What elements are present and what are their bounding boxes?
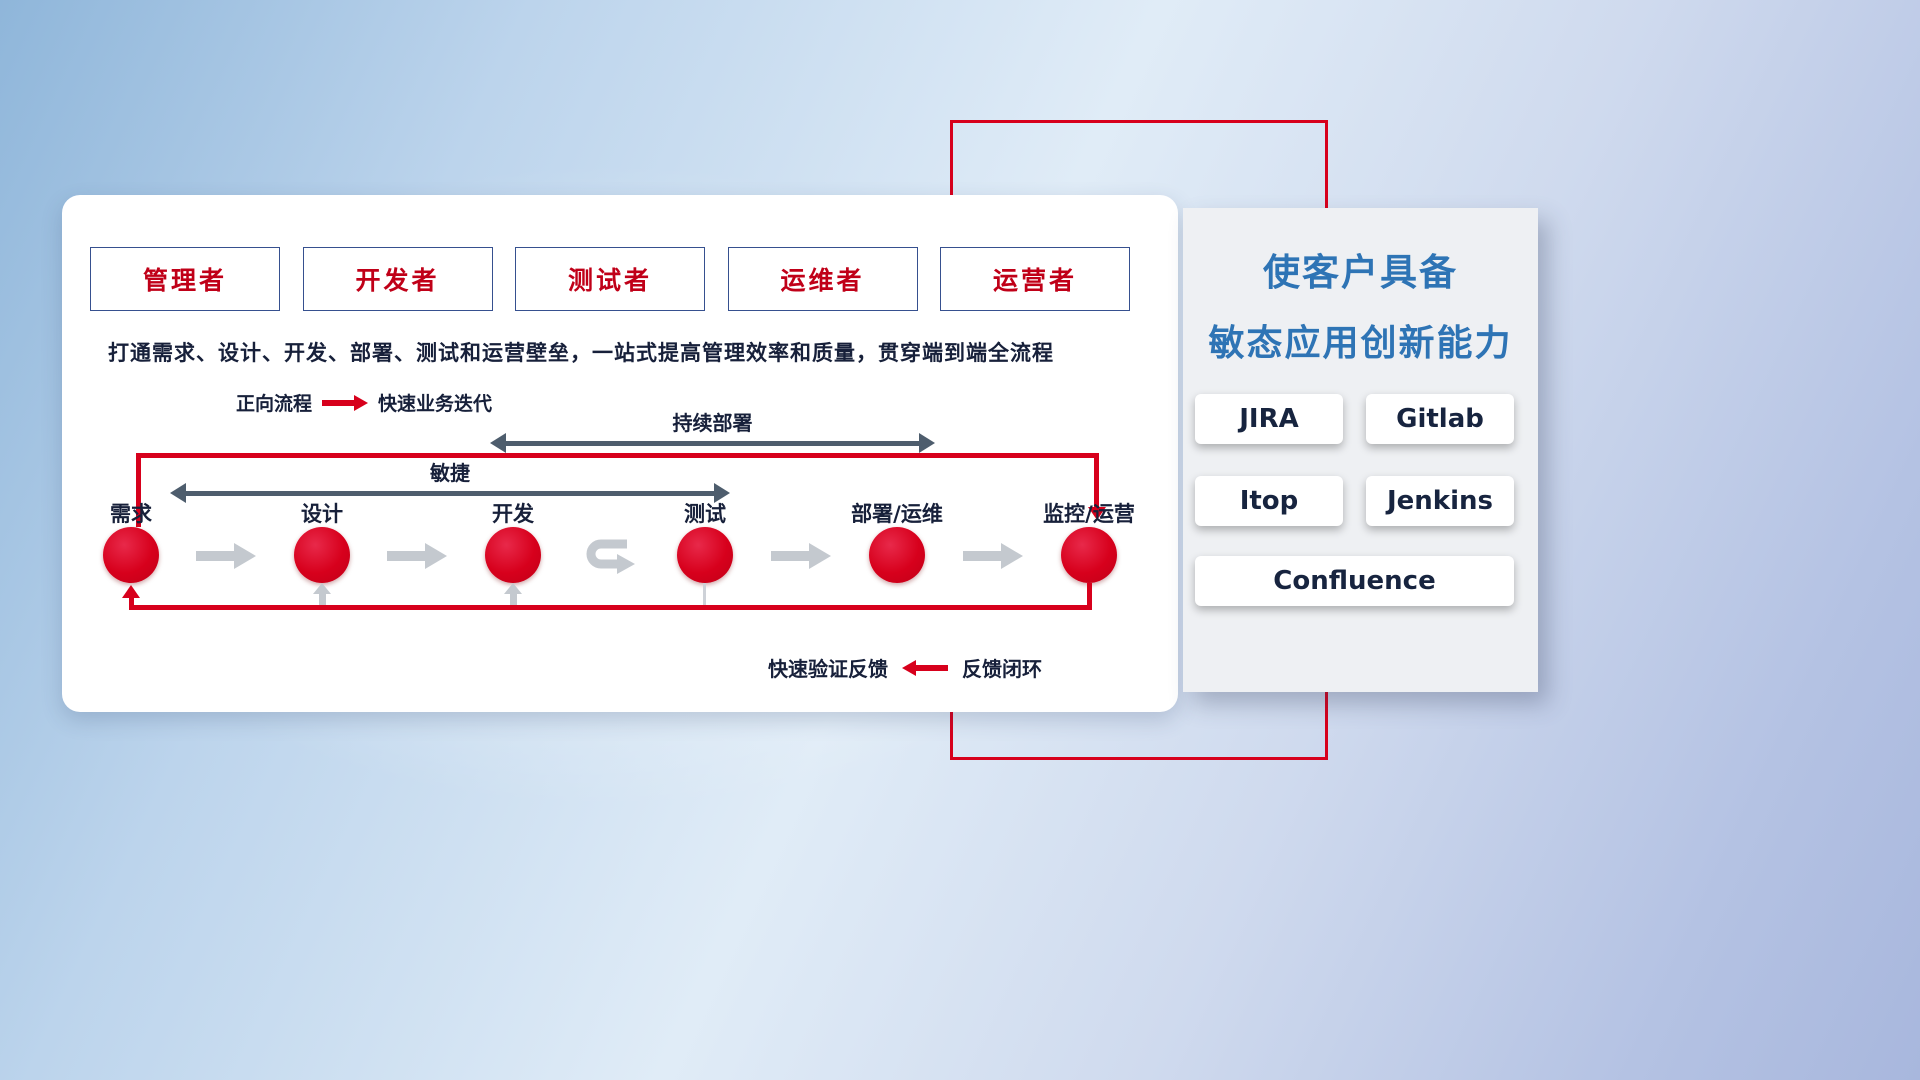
stage-circle-testing [677,527,733,583]
stage-label-deploy-ops: 部署/运维 [851,502,943,526]
feedback-loop-line-right [1087,583,1092,607]
forward-loop-arrowhead-icon [1088,507,1106,520]
forward-loop-line-left [136,453,141,527]
stage-circle-development [485,527,541,583]
feedback-legend: 快速验证反馈 反馈闭环 [768,653,1042,682]
stage-label-monitor-ops: 监控/运营 [1043,502,1135,526]
role-box-tester: 测试者 [515,247,705,311]
feedback-up-arrow-icon [312,583,332,607]
stage-circle-monitor-ops [1061,527,1117,583]
continuous-deploy-label: 持续部署 [672,411,753,435]
stage-circle-design [294,527,350,583]
stage-label-development: 开发 [492,502,534,526]
iteration-loop-icon [586,539,635,574]
role-label: 管理者 [142,266,227,295]
stage-label-design: 设计 [301,502,343,526]
flow-arrow-icon [769,543,833,569]
tool-chip-jira: JIRA [1195,394,1343,444]
tool-chip-jenkins: Jenkins [1366,476,1514,526]
agile-arrow-icon [170,483,730,503]
feedback-legend-label: 反馈闭环 [962,657,1042,681]
role-box-developer: 开发者 [302,247,493,311]
role-label: 测试者 [567,266,652,295]
tool-chip-confluence: Confluence [1195,556,1514,606]
feedback-legend-value: 快速验证反馈 [768,657,888,681]
role-label: 运营者 [992,266,1077,295]
feedback-loop-line-bottom [129,605,1092,610]
tool-chip-itop: Itop [1195,476,1343,526]
tool-chip-gitlab: Gitlab [1366,394,1514,444]
flow-arrow-icon [194,543,258,569]
forward-legend: 正向流程 快速业务迭代 [236,389,492,416]
flow-arrow-icon [961,543,1025,569]
feedback-up-arrow-icon [503,583,523,607]
feedback-arrow-icon [902,659,948,676]
role-box-manager: 管理者 [90,247,280,311]
role-box-operator: 运营者 [940,247,1130,311]
role-label: 开发者 [355,266,440,295]
role-label: 运维者 [780,266,865,295]
forward-loop-line-top [136,453,1099,458]
stage-circle-deploy-ops [869,527,925,583]
flow-arrow-icon [385,543,449,569]
forward-loop-line-right [1094,453,1099,507]
role-box-operations: 运维者 [727,247,918,311]
workflow-subtitle: 打通需求、设计、开发、部署、测试和运营壁垒，一站式提高管理效率和质量，贯穿端到端… [108,341,1054,365]
continuous-deploy-arrow-icon [490,433,935,453]
roles-row: 管理者 开发者 测试者 运维者 运营者 [90,247,1130,311]
capability-title-line2: 敏态应用创新能力 [1208,323,1513,364]
stage-circle-requirements [103,527,159,583]
capability-panel: 使客户具备 敏态应用创新能力 JIRA Gitlab Itop Jenkins … [1183,208,1538,692]
capability-title-line1: 使客户具备 [1263,251,1458,294]
workflow-panel: 管理者 开发者 测试者 运维者 运营者 打通需求、设计、开发、部署、测试和运营壁… [62,195,1178,712]
forward-arrow-icon [322,394,369,411]
agile-label: 敏捷 [430,461,470,485]
forward-legend-value: 快速业务迭代 [378,393,493,415]
feedback-connector-line [703,583,706,607]
stage-label-testing: 测试 [684,502,726,526]
stage-label-requirements: 需求 [110,502,152,526]
feedback-loop-line-left [129,597,134,607]
forward-legend-label: 正向流程 [236,393,313,415]
feedback-loop-arrowhead-icon [122,585,140,598]
